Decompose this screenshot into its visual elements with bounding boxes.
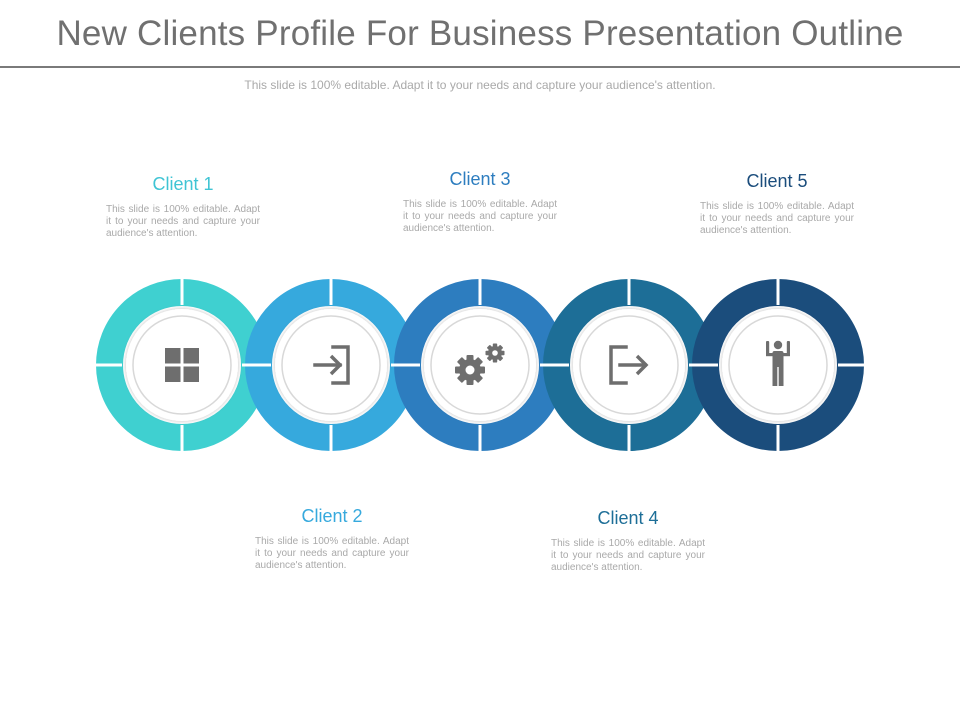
sign-out-icon: [609, 345, 649, 385]
client-4-description: This slide is 100% editable. Adapt it to…: [551, 538, 705, 573]
sign-in-icon: [313, 345, 350, 385]
client-1-label-block: Client 1 This slide is 100% editable. Ad…: [106, 174, 260, 240]
slide-title: New Clients Profile For Business Present…: [56, 14, 904, 53]
client-4-label-block: Client 4 This slide is 100% editable. Ad…: [551, 508, 705, 574]
client-1-name: Client 1: [152, 174, 214, 194]
client-2-description: This slide is 100% editable. Adapt it to…: [255, 536, 409, 571]
client-5-name: Client 5: [746, 171, 808, 191]
client-2-name: Client 2: [301, 506, 363, 526]
client-ring-5: [692, 279, 864, 451]
client-1-description: This slide is 100% editable. Adapt it to…: [106, 204, 260, 239]
client-2-label-block: Client 2 This slide is 100% editable. Ad…: [255, 506, 409, 572]
client-4-name: Client 4: [597, 508, 659, 528]
grid-icon: [165, 348, 199, 382]
client-3-label-block: Client 3 This slide is 100% editable. Ad…: [403, 169, 557, 235]
gears-icon: [455, 343, 505, 385]
client-5-description: This slide is 100% editable. Adapt it to…: [700, 201, 854, 236]
inner-discs: [126, 309, 834, 421]
person-arms-raised-icon: [766, 340, 790, 386]
title-divider: [0, 66, 960, 68]
client-3-name: Client 3: [449, 169, 511, 189]
client-3-description: This slide is 100% editable. Adapt it to…: [403, 199, 557, 234]
client-5-label-block: Client 5 This slide is 100% editable. Ad…: [700, 171, 854, 237]
slide-subtitle: This slide is 100% editable. Adapt it to…: [244, 78, 716, 92]
